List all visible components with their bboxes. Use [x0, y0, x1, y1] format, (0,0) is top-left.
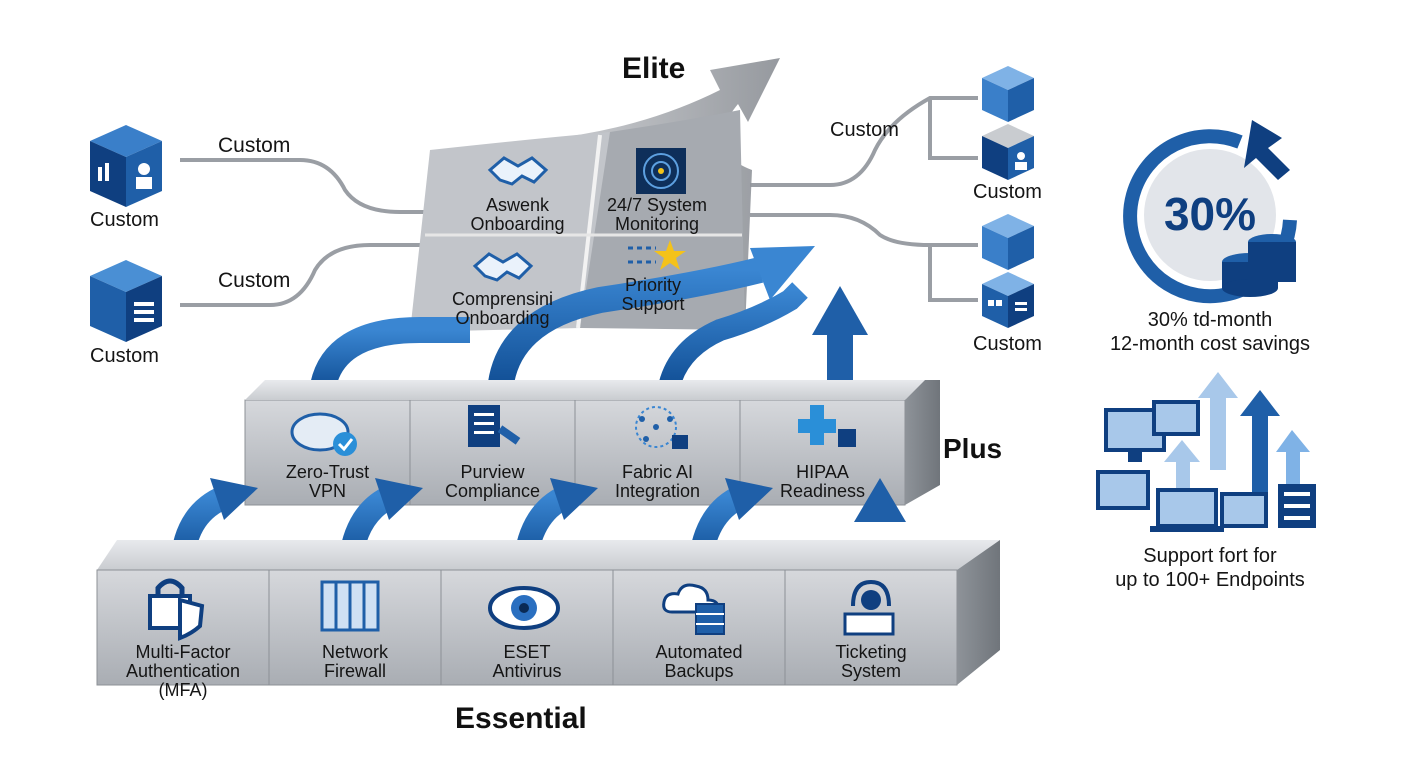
handshake-icon — [472, 252, 534, 282]
essential-block-label: ESET Antivirus — [492, 642, 562, 681]
custom-cube-right-3 — [982, 214, 1034, 270]
custom-cube-left-bottom — [90, 260, 162, 342]
endpoints-caption: Support fort for up to 100+ Endpoints — [1115, 545, 1305, 591]
essential-block-label: Multi-Factor Authentication (MFA) — [125, 642, 241, 700]
tier-title-plus: Plus — [943, 433, 1003, 464]
custom-cube-right-4 — [982, 272, 1034, 328]
plus-block-label: Purview Compliance — [444, 462, 541, 501]
tier-title-essential: Essential — [455, 702, 587, 735]
custom-cube-right-2 — [982, 124, 1034, 180]
checklist-gavel-icon — [468, 405, 521, 447]
custom-box-label: Custom — [973, 181, 1042, 203]
custom-connectors — [180, 96, 978, 307]
custom-box-label: Custom — [90, 345, 159, 367]
monitor-icon — [1152, 400, 1200, 436]
laptop-icon — [1150, 488, 1224, 532]
custom-link-label: Custom — [218, 269, 291, 292]
network-lock-icon — [635, 406, 688, 449]
custom-cube-right-1 — [982, 66, 1034, 122]
eye-icon — [488, 586, 560, 630]
headset-ticket-icon — [843, 579, 895, 636]
tier-title-elite: Elite — [622, 52, 686, 85]
custom-link-label: Custom — [218, 134, 291, 157]
monitor-icon — [1096, 470, 1150, 510]
star-icon — [628, 240, 686, 270]
essential-block-label: Automated Backups — [655, 642, 743, 681]
vpn-shield-icon — [290, 412, 357, 456]
savings-badge — [1123, 120, 1297, 304]
plus-to-elite-arrows — [309, 246, 868, 395]
server-icon — [1278, 484, 1316, 528]
custom-box-label: Custom — [90, 209, 159, 231]
custom-cube-left-top — [90, 125, 162, 207]
elite-card-label: Comprensini Onboarding — [451, 289, 554, 328]
essential-arrow-heads — [210, 478, 906, 522]
elite-card-label: Priority Support — [621, 275, 685, 314]
elite-card-label: 24/7 System Monitoring — [606, 195, 708, 234]
lock-shield-icon — [148, 578, 205, 641]
plus-block-label: Zero-Trust VPN — [285, 462, 370, 501]
elite-card-label: Aswenk Onboarding — [470, 195, 565, 234]
custom-link-label: Custom — [830, 119, 899, 141]
firewall-icon — [320, 580, 380, 632]
endpoints-graphic — [1096, 372, 1316, 532]
handshake-icon — [487, 156, 549, 186]
plus-block-label: Fabric AI Integration — [614, 462, 701, 501]
coin-stack-icon — [1222, 234, 1296, 297]
cloud-database-icon — [662, 583, 725, 635]
custom-box-label: Custom — [973, 333, 1042, 355]
radar-icon — [636, 148, 686, 194]
savings-caption: 30% td-month 12-month cost savings — [1109, 309, 1311, 355]
savings-percent: 30% — [1163, 188, 1257, 240]
essential-block-label: Network Firewall — [321, 642, 388, 681]
plus-block-label: HIPAA Readiness — [779, 462, 866, 501]
monitor-icon — [1220, 492, 1268, 528]
essential-block-label: Ticketing System — [835, 642, 907, 681]
medical-lock-icon — [798, 405, 856, 447]
